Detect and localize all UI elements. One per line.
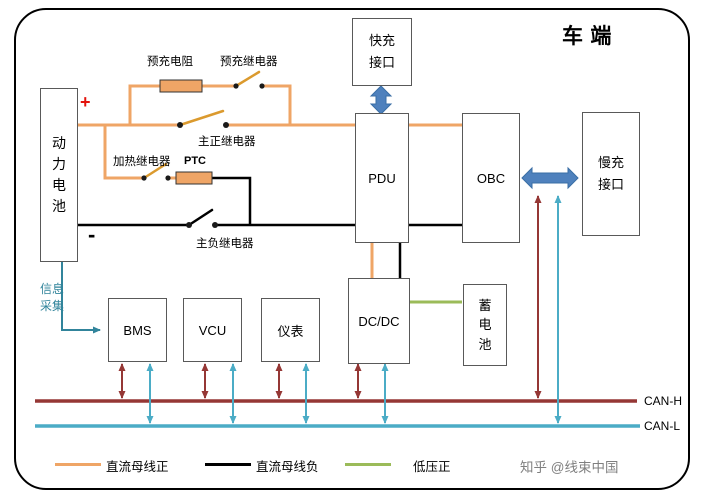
can-l-drop-arrows	[146, 195, 562, 424]
legend-swatch-dc-negative	[205, 463, 251, 466]
vcu-box: VCU	[183, 298, 242, 362]
power-link-arrows	[369, 85, 579, 190]
legend-swatch-dc-positive	[55, 463, 101, 466]
dc-bus-positive-wires	[76, 84, 463, 279]
instrument-label: 仪表	[277, 323, 304, 339]
dcdc-box: DC/DC	[348, 278, 410, 364]
instrument-box: 仪表	[261, 298, 320, 362]
pdu-box: PDU	[355, 113, 409, 243]
info-collection-arrow	[61, 261, 101, 334]
diagram-title: 车端	[562, 25, 619, 48]
bms-label: BMS	[123, 322, 152, 338]
legend-label-dc-positive: 直流母线正	[106, 460, 169, 474]
precharge-relay-label: 预充继电器	[220, 56, 278, 68]
can-h-label: CAN-H	[644, 394, 682, 408]
pdu-label: PDU	[368, 170, 396, 186]
dcdc-label: DC/DC	[358, 313, 400, 329]
main-positive-relay-blade	[178, 109, 225, 127]
ptc-heater-symbol	[175, 171, 213, 185]
legend-label-low-voltage: 低压正	[413, 460, 451, 474]
precharge-resistor-label: 预充电阻	[147, 56, 193, 68]
aux-battery-box: 蓄电池	[463, 284, 507, 366]
watermark: 知乎 @线束中国	[520, 460, 619, 475]
can-h-drop-arrows	[118, 195, 542, 399]
negative-terminal-sign: -	[88, 222, 96, 247]
fastcharge-pdu-arrow	[369, 85, 393, 115]
aux-battery-label: 蓄电池	[478, 297, 492, 352]
can-l-label: CAN-L	[644, 419, 681, 433]
info-collection-label: 信息采集	[40, 282, 65, 313]
heating-relay-label: 加热继电器	[113, 156, 171, 168]
precharge-resistor-symbol	[159, 79, 203, 93]
main-negative-relay-blade	[187, 208, 214, 227]
legend-label-dc-negative: 直流母线负	[256, 460, 319, 474]
vehicle-boundary	[14, 8, 690, 490]
main-positive-relay-label: 主正继电器	[198, 136, 256, 148]
bms-box: BMS	[108, 298, 167, 362]
main-negative-relay-label: 主负继电器	[196, 238, 254, 250]
heating-relay-blade	[142, 162, 168, 180]
slow-charge-port-label: 慢充接口	[597, 154, 624, 192]
power-battery-label: 动力电池	[52, 135, 66, 214]
vcu-label: VCU	[198, 322, 227, 338]
positive-terminal-sign: +	[80, 92, 91, 112]
fast-charge-port-box: 快充接口	[352, 18, 412, 86]
power-battery-box: 动力电池	[40, 88, 78, 262]
fast-charge-port-label: 快充接口	[368, 32, 395, 70]
obc-slowcharge-arrow	[521, 166, 579, 190]
relay-symbols	[141, 70, 265, 228]
precharge-relay-blade	[234, 70, 261, 88]
slow-charge-port-box: 慢充接口	[582, 112, 640, 236]
legend-swatch-low-voltage	[345, 463, 391, 466]
obc-box: OBC	[462, 113, 520, 243]
obc-label: OBC	[476, 170, 506, 186]
dc-bus-negative-wires	[76, 176, 463, 279]
ptc-label: PTC	[184, 155, 206, 167]
